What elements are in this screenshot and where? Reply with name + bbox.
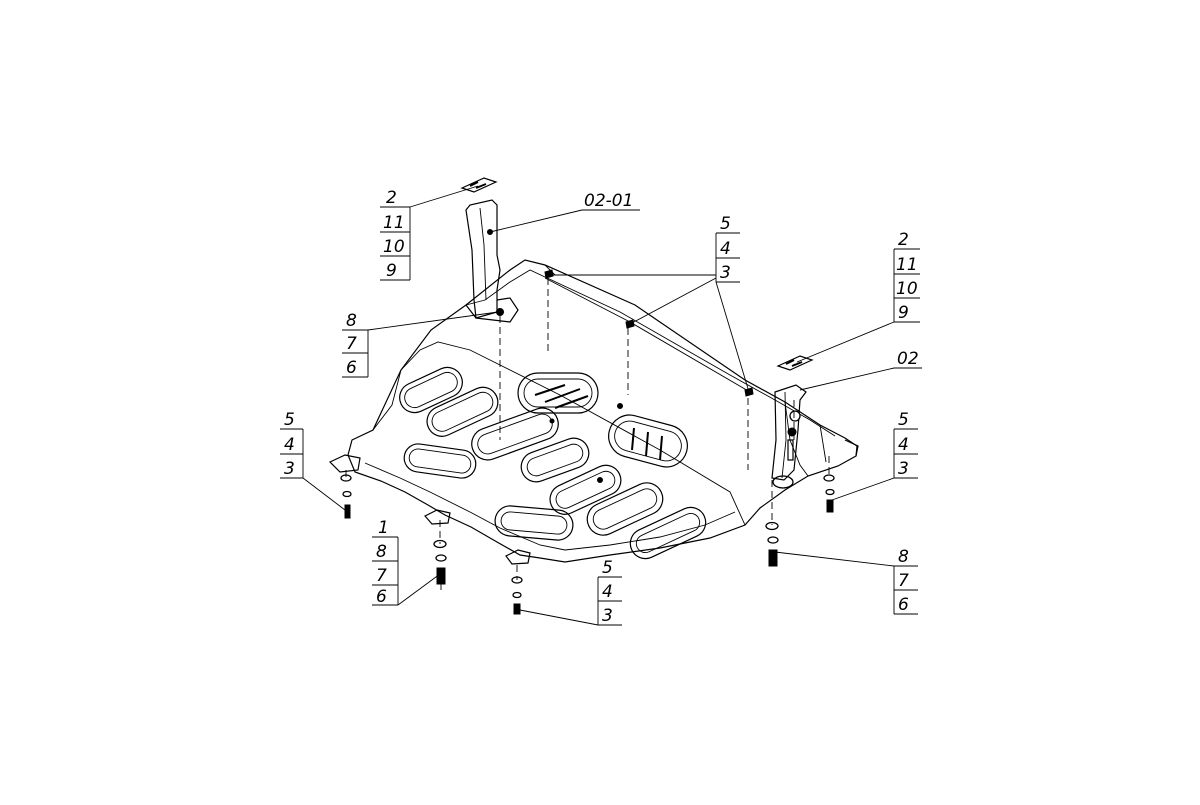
callout-label: 02 [897,349,919,369]
callout-label: 11 [383,213,405,233]
callout-label: 6 [346,358,357,378]
callout-label: 02-01 [584,191,633,211]
callout-label: 8 [376,542,387,562]
callout-label: 8 [346,311,357,331]
callout-left-bracket-bolts: 8 7 6 [342,311,499,378]
callout-label: 9 [898,303,909,323]
callout-label: 3 [898,459,909,479]
callout-label: 6 [376,587,387,607]
callout-label: 10 [383,237,405,257]
callout-top-middle: 5 4 3 [549,214,750,393]
callout-label: 7 [346,334,357,354]
callout-top-right-bracket: 2 11 10 9 [796,230,920,363]
callout-label: 2 [898,230,909,250]
callout-label: 4 [720,239,731,259]
alignment-lines [345,278,830,580]
plate-slots [399,366,707,560]
callout-label: 5 [898,410,909,430]
callout-right-edge: 5 4 3 [831,410,918,501]
callout-label: 4 [602,582,613,602]
callout-label: 4 [898,435,909,455]
callout-top-left-bracket: 2 11 10 9 [380,185,479,281]
callout-label: 11 [896,255,918,275]
callout-part-02: 02 [799,349,922,391]
callout-part-02-01: 02-01 [489,191,640,233]
fasteners [340,269,835,615]
callout-left-edge: 5 4 3 [280,410,346,511]
callout-bottom-left: 1 8 7 6 [372,518,441,607]
callout-bottom-right: 8 7 6 [774,547,918,615]
bracket-02-01 [460,177,519,323]
callout-label: 3 [602,606,613,626]
callout-label: 1 [378,518,389,538]
callout-label: 8 [898,547,909,567]
callout-label: 4 [284,435,295,455]
callout-bottom-center: 5 4 3 [519,558,622,626]
callout-label: 7 [376,566,387,586]
callout-label: 5 [602,558,613,578]
callout-label: 6 [898,595,909,615]
callout-label: 3 [720,263,731,283]
callout-label: 2 [386,188,397,208]
callout-label: 7 [898,571,909,591]
callout-label: 5 [720,214,731,234]
callout-label: 10 [896,279,918,299]
callout-label: 3 [284,459,295,479]
callout-label: 5 [284,410,295,430]
callouts: 2 11 10 9 02-01 8 7 6 5 4 3 [280,185,922,626]
callout-label: 9 [386,261,397,281]
